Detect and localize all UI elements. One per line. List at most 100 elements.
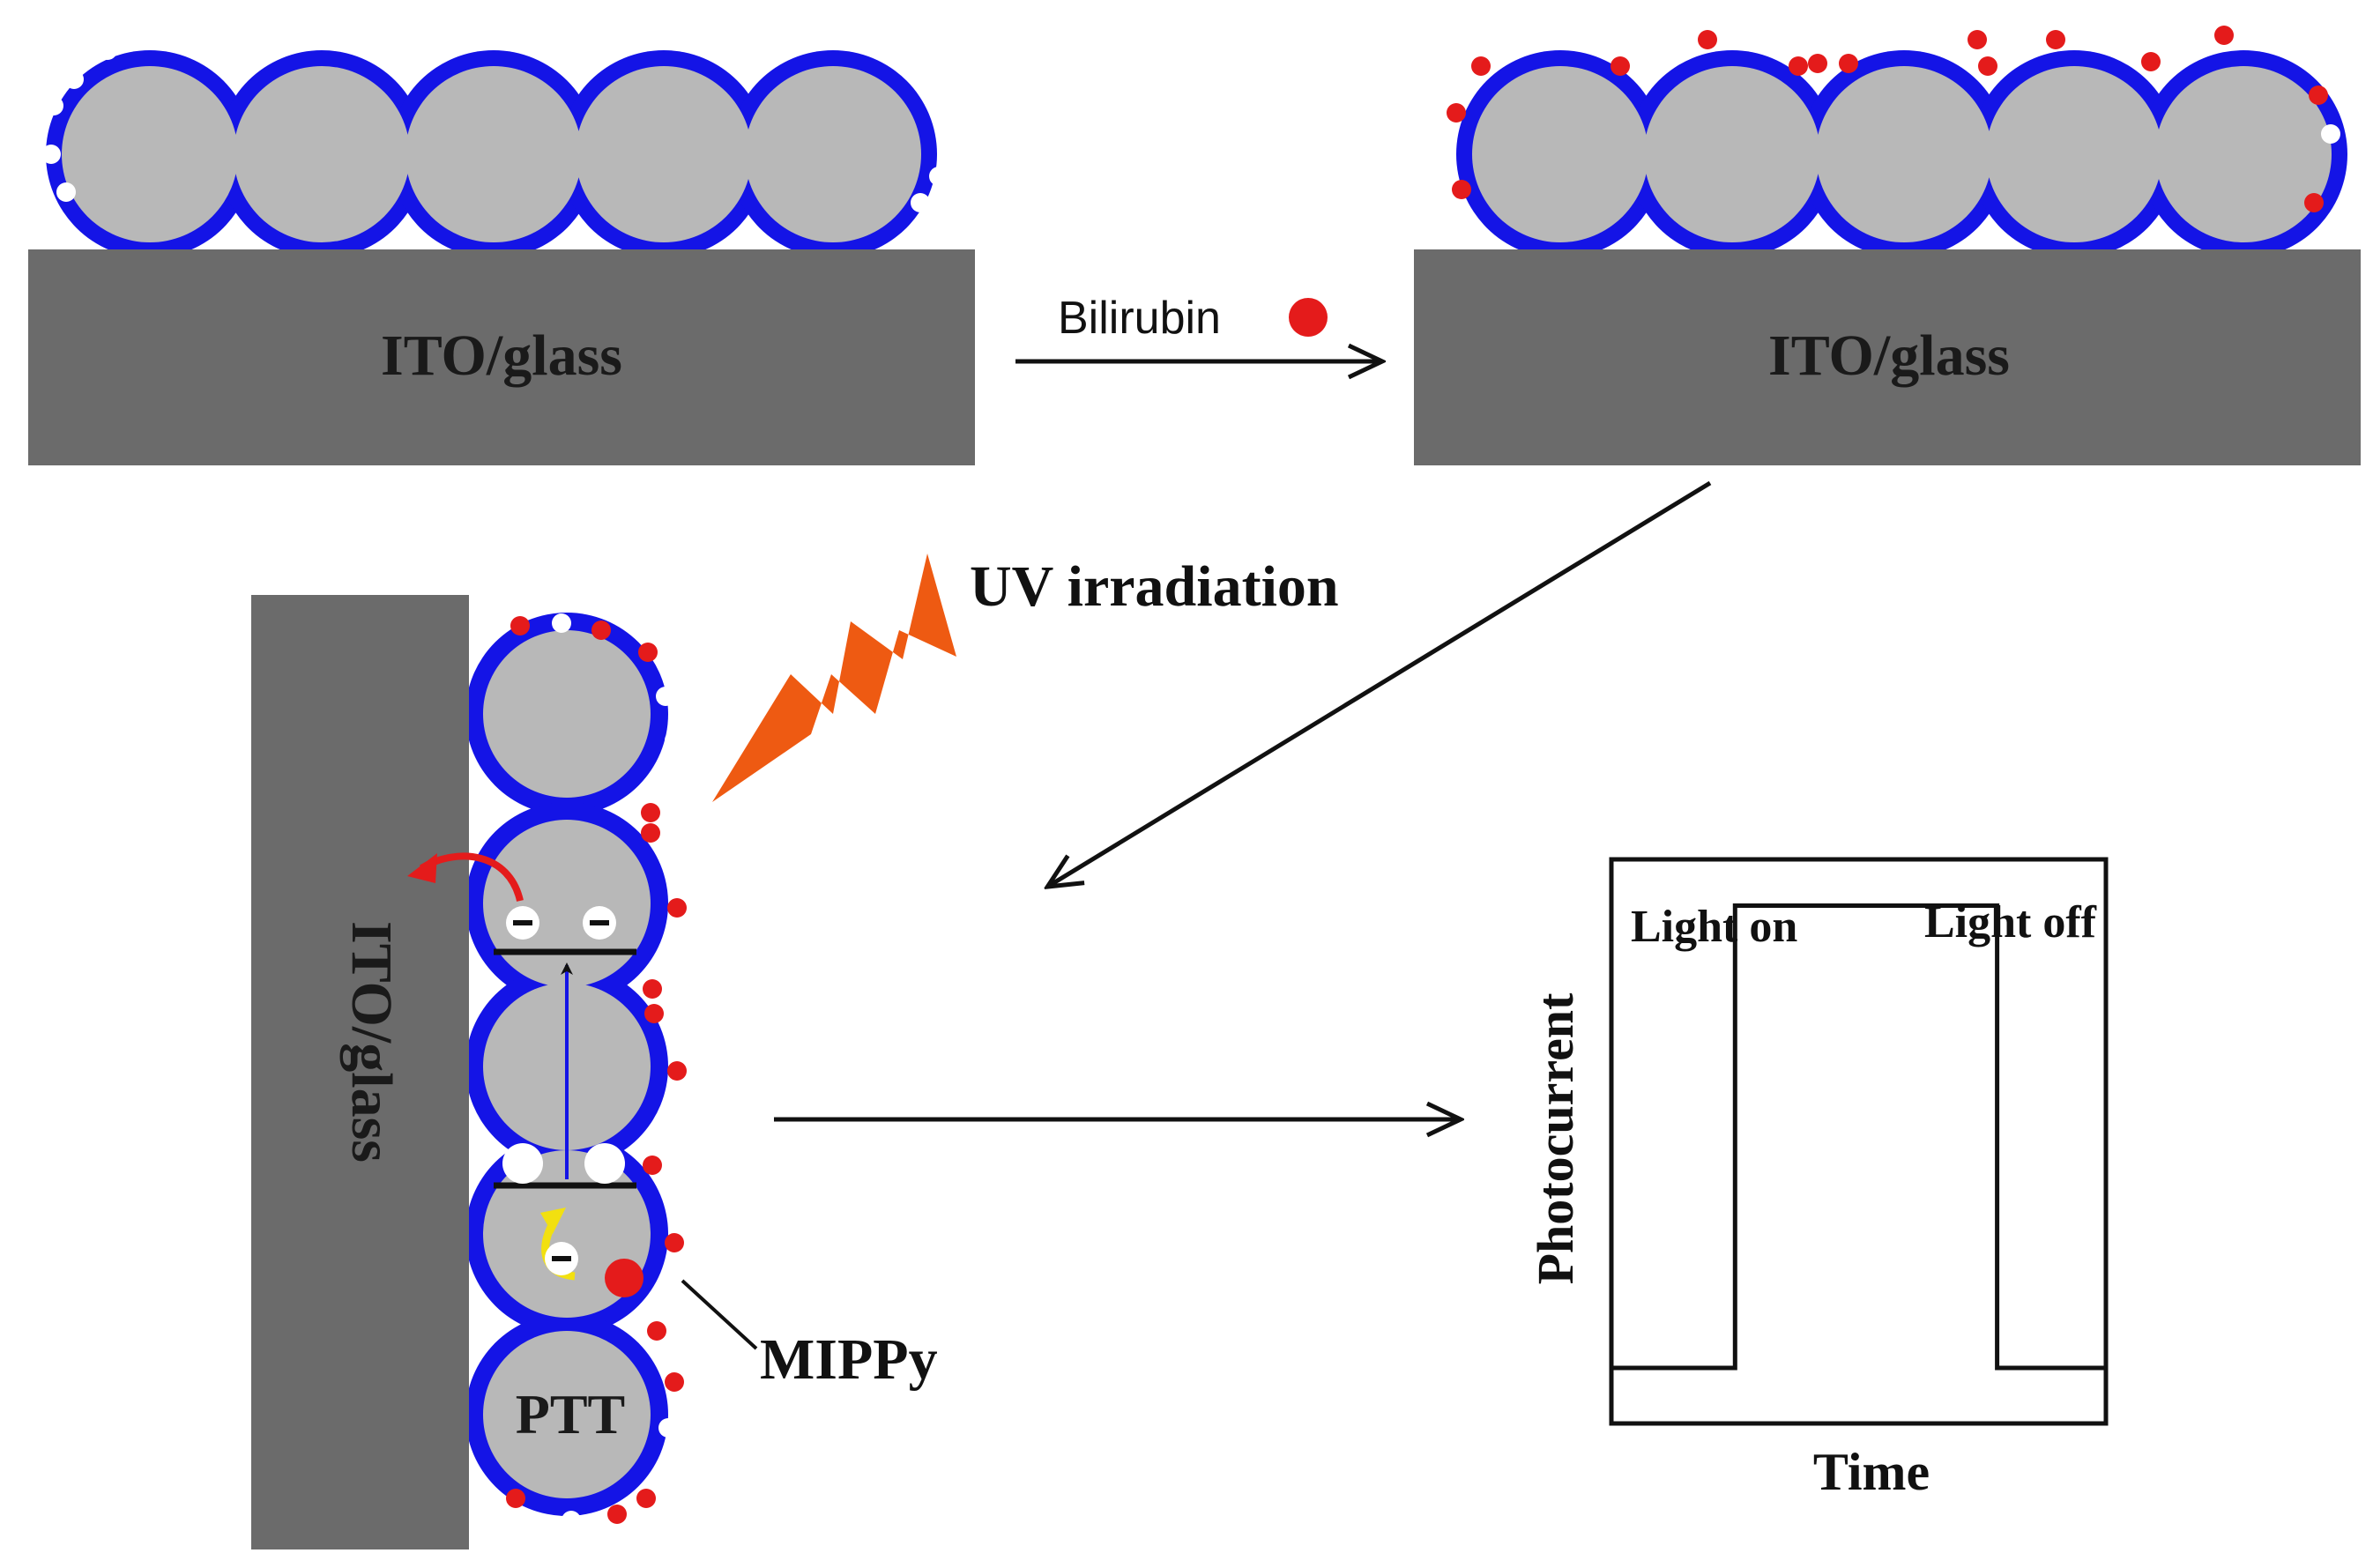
bilirubin-dot [510,616,530,635]
panel-irradiated-electrode: ITO/glass PTT MIPPy [251,595,938,1549]
arrow-to-irradiation [1049,480,1712,886]
panel-loaded-electrode: ITO/glass [1414,26,2361,465]
template-site-dot [929,87,948,107]
ptt-particle-row-loaded [1432,26,2347,258]
ito-glass-substrate-right [1414,249,2361,465]
bilirubin-dot [667,1061,687,1081]
bilirubin-dot [1452,180,1471,199]
template-site-dot [1648,33,1667,52]
ptt-particle [405,66,582,242]
template-site-dot [1548,30,1567,49]
bilirubin-dot [641,823,660,843]
ito-glass-substrate-vertical [251,595,469,1549]
bilirubin-dot-legend [1289,298,1328,337]
template-site-dot [162,30,182,49]
template-site-dot [336,27,355,47]
template-site-dot [2188,30,2207,49]
ptt-particle [234,66,410,242]
bilirubin-dot [591,621,611,640]
template-site-dot [1868,33,1887,52]
mippy-leader-line [681,1279,758,1350]
bilirubin-dot [647,1321,666,1341]
bilirubin-dot [1698,30,1717,49]
light-off-label: Light off [1924,897,2097,947]
substrate-label-left: ITO/glass [381,323,622,388]
ptt-particle [483,1331,651,1498]
lightning-bolt-icon [712,554,956,802]
template-site-dot [600,26,620,45]
bilirubin-dot [641,803,660,822]
bilirubin-dot [1978,56,1997,76]
template-site-dot [2012,33,2031,52]
hole-2 [584,1143,625,1184]
template-site-dot [643,1299,662,1319]
bilirubin-dot [2214,26,2234,45]
template-site-dot [552,613,571,633]
bilirubin-dot [665,1372,684,1392]
bilirubin-dot [607,1505,627,1524]
template-site-dot [665,731,684,750]
ptt-particle [1472,66,1648,242]
template-site-dot [1432,142,1452,161]
bilirubin-molecule [605,1259,643,1297]
template-site-dot [821,26,840,45]
bilirubin-dot [1789,56,1808,76]
template-site-dot [562,1511,581,1530]
uv-label: UV irradiation [970,554,1339,619]
template-site-dot [44,96,63,115]
bilirubin-dot [1471,56,1491,76]
template-site-dot [554,52,574,71]
ptt-particle [1986,66,2162,242]
template-site-dot [867,27,887,47]
substrate-label-vertical: ITO/glass [339,921,404,1163]
hole-1 [502,1143,543,1184]
template-site-dot [656,687,675,706]
bilirubin-dot [636,1489,656,1508]
bilirubin-label: Bilirubin [1058,293,1221,344]
template-site-dot [239,54,258,73]
bilirubin-dot [2141,52,2161,71]
template-site-dot [383,50,402,70]
template-site-dot [56,182,76,202]
template-site-dot [658,1418,678,1438]
template-site-dot [488,26,508,45]
ptt-particle [483,820,651,987]
bilirubin-dot [1839,54,1858,73]
bilirubin-dot [643,979,662,999]
substrate-label-right: ITO/glass [1768,323,2010,388]
template-site-dot [909,54,928,73]
mippy-label: MIPPy [760,1327,938,1392]
bilirubin-dot [2046,30,2065,49]
bilirubin-dot [644,1004,664,1023]
template-site-dot [662,932,681,951]
ptt-particle [2155,66,2332,242]
template-site-dot [770,30,790,49]
bilirubin-dot [1968,30,1987,49]
photocurrent-chart: Light on Light off Photocurrent Time [1527,857,2109,1501]
bilirubin-dot [643,1156,662,1175]
ptt-particle [745,66,921,242]
chart-x-label: Time [1813,1443,1930,1501]
bilirubin-dot [667,898,687,918]
light-on-label: Light on [1631,902,1797,952]
ptt-particle [1816,66,1992,242]
bilirubin-dot [2304,193,2324,212]
template-site-dot [911,193,930,212]
template-site-dot [447,27,466,47]
bilirubin-dot [1611,56,1630,76]
uv-irradiation: UV irradiation [712,554,1339,802]
template-site-dot [929,167,948,186]
ito-glass-substrate-left [28,249,975,465]
ptt-particle [1644,66,1820,242]
charge-transfer-scheme [407,852,643,1297]
template-site-dot [636,27,655,47]
ptt-particle [576,66,752,242]
chart-y-label: Photocurrent [1527,992,1584,1284]
ptt-particle [62,66,238,242]
template-site-dot [939,130,958,149]
ptt-particle-row-unloaded [41,26,958,258]
ptt-label: PTT [516,1383,625,1445]
template-site-dot [64,70,84,89]
template-site-dot [738,50,757,70]
